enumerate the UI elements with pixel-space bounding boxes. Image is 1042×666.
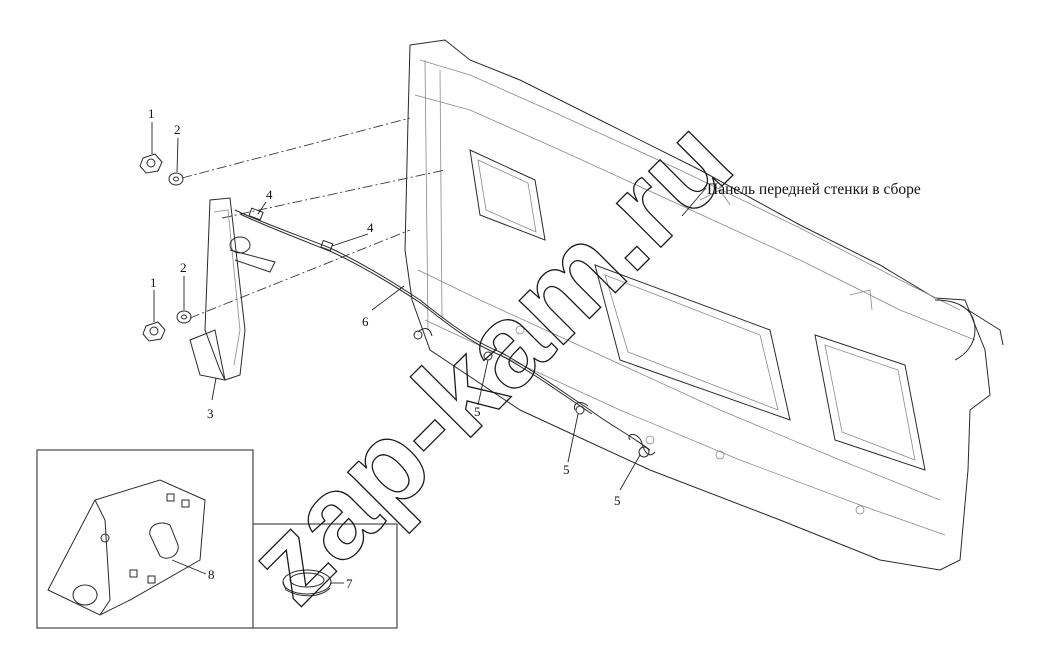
- front-wall-panel: [404, 39, 1004, 571]
- callout-labels: 1 2 1 2 3 4 4 6 5 5 5 7 8: [148, 106, 621, 591]
- callout-2-top: 2: [174, 122, 181, 137]
- callout-3: 3: [207, 406, 214, 421]
- watermark-text: zap-kam.ru: [223, 95, 757, 629]
- nut-bottom: [142, 321, 166, 342]
- callout-5-a: 5: [474, 404, 481, 419]
- inset-grommet-box: [252, 523, 398, 629]
- callout-1-bottom: 1: [150, 275, 157, 290]
- callout-8: 8: [208, 567, 215, 582]
- callout-6: 6: [362, 314, 369, 329]
- callout-1-top: 1: [148, 106, 155, 121]
- callout-2-bottom: 2: [180, 260, 187, 275]
- leader-lines: [151, 122, 707, 584]
- inset-bracket-box: [36, 449, 254, 629]
- washer-top: [168, 172, 184, 186]
- callout-7: 7: [346, 576, 353, 591]
- alignment-lines: [181, 117, 446, 319]
- side-bracket: [189, 197, 276, 381]
- callout-5-b: 5: [563, 462, 570, 477]
- callout-4-lower: 4: [367, 220, 374, 235]
- callout-5-c: 5: [614, 493, 621, 508]
- wiring-harness: [234, 207, 656, 456]
- washer-bottom: [176, 310, 192, 324]
- harness-clips: [413, 330, 650, 458]
- assembly-label: Панель передней стенки в сборе: [707, 181, 921, 198]
- nut-top: [139, 153, 163, 174]
- callout-4-upper: 4: [266, 187, 273, 202]
